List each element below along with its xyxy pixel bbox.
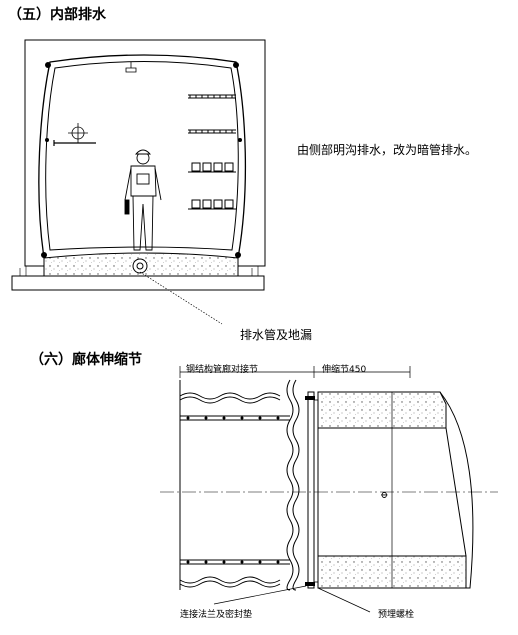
seal-gasket bbox=[313, 399, 319, 583]
label-steel-joint: 钢结构管廊对接节 bbox=[186, 365, 259, 375]
foundation-hatching bbox=[12, 266, 264, 277]
section5-title: （五）内部排水 bbox=[8, 7, 106, 23]
top-dimension-line bbox=[179, 366, 411, 378]
vertical-dimension bbox=[388, 391, 396, 589]
section6-title: （六）廊体伸缩节 bbox=[30, 352, 142, 368]
cable-tray-3 bbox=[188, 162, 236, 173]
plate-bolts bbox=[186, 416, 280, 564]
crosshair-symbol bbox=[68, 123, 88, 143]
worker-figure bbox=[124, 149, 162, 251]
cable-tray-2 bbox=[188, 129, 236, 134]
label-expansion-joint: 伸缩节450 bbox=[322, 365, 367, 375]
concrete-top-wall bbox=[317, 391, 447, 429]
drain-pipe-icon bbox=[132, 258, 148, 274]
callout-leader bbox=[139, 271, 223, 325]
flange-plate bbox=[307, 391, 315, 589]
cable-tray-4 bbox=[188, 199, 236, 210]
gallery-inner-arch bbox=[45, 61, 239, 251]
left-bracket bbox=[53, 140, 96, 146]
bottom-leaders bbox=[213, 585, 371, 613]
flange-bolts bbox=[305, 396, 315, 586]
corner-joints bbox=[41, 62, 242, 258]
label-flange-seal: 连接法兰及密封垫 bbox=[180, 610, 253, 620]
steel-gallery-body bbox=[179, 379, 300, 591]
drain-pipe-callout: 排水管及地漏 bbox=[240, 328, 313, 342]
base-foundation bbox=[11, 275, 265, 291]
cable-tray-1 bbox=[188, 94, 236, 99]
gallery-outer-arch bbox=[38, 54, 247, 263]
label-embedded-bolt: 预埋螺栓 bbox=[378, 610, 415, 620]
drainage-note: 由侧部明沟排水，改为暗管排水。 bbox=[297, 143, 478, 157]
ceiling-lamp-icon bbox=[125, 62, 137, 73]
